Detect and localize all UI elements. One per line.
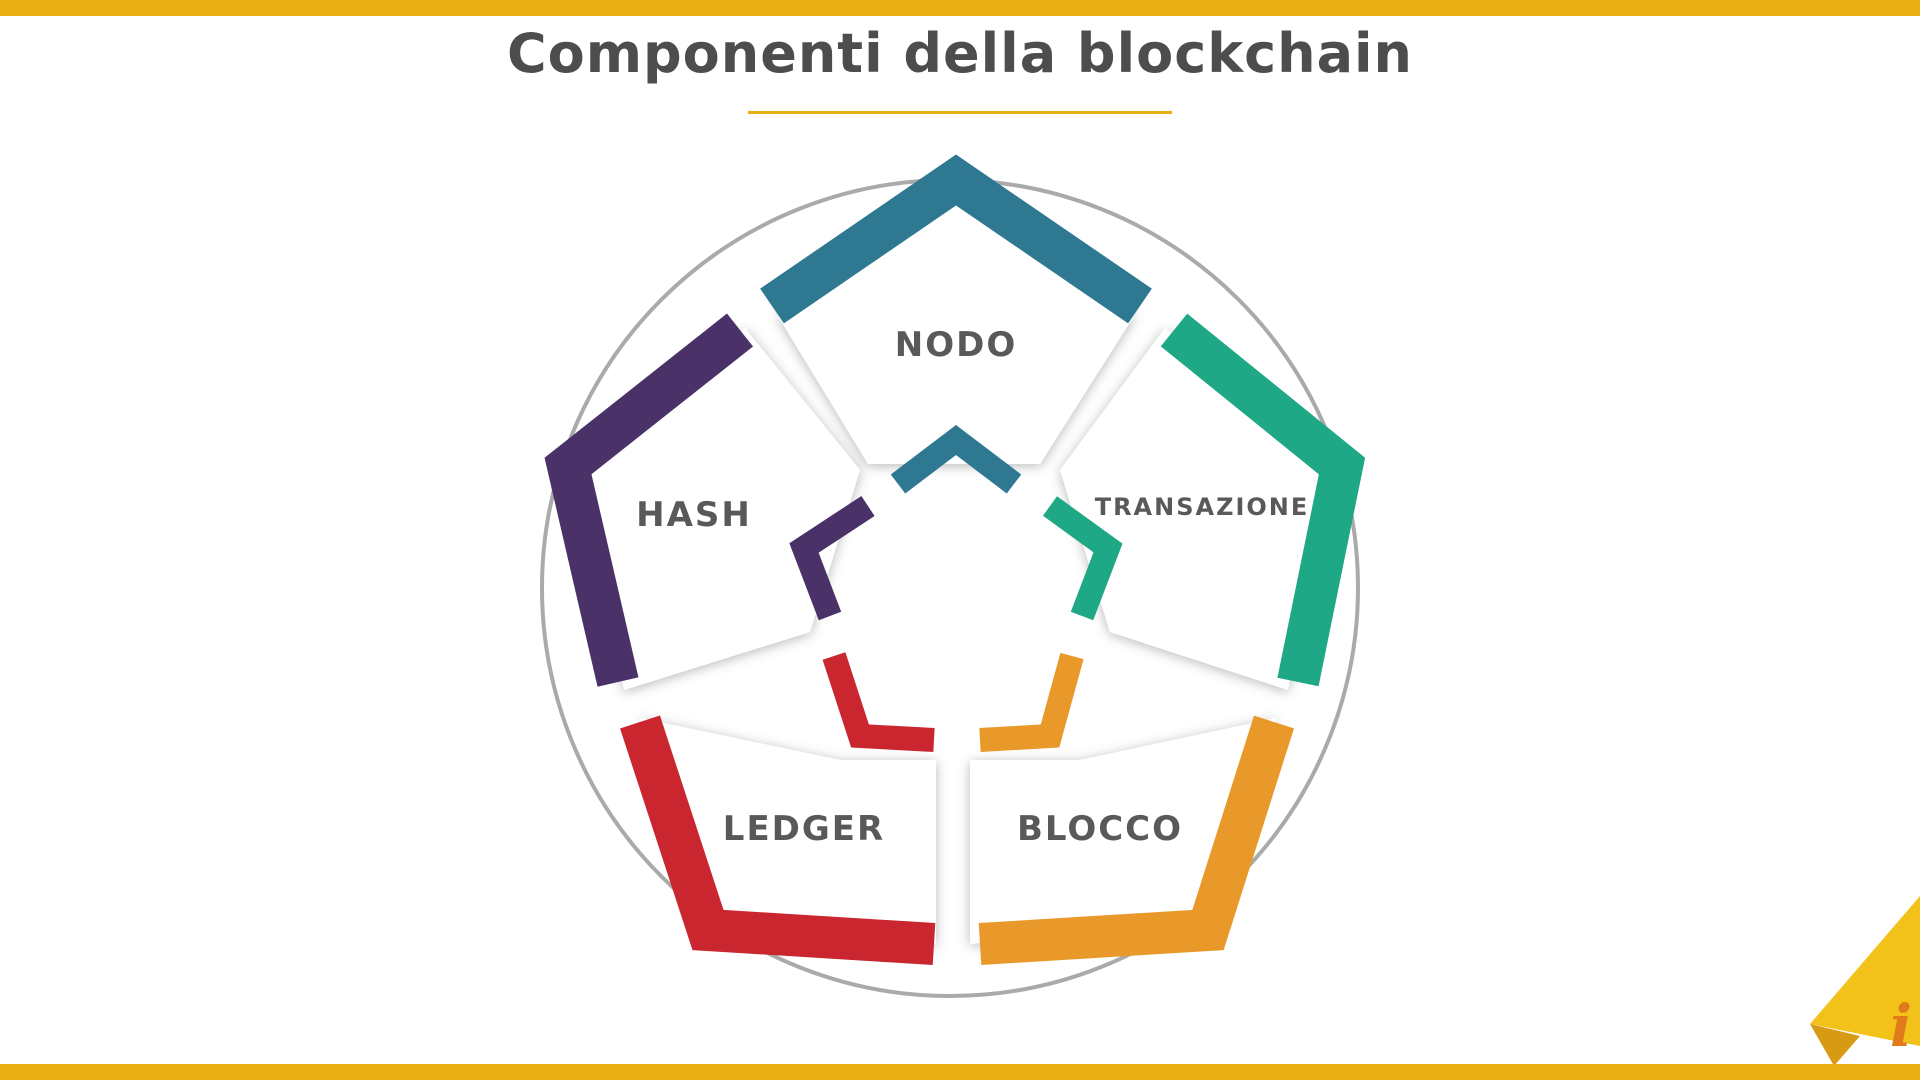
segment-blocco-outer-band xyxy=(978,715,1295,965)
segment-label-hash: HASH xyxy=(636,495,752,535)
segment-transazione-inner-band xyxy=(1042,496,1123,621)
segment-nodo-inner-band xyxy=(890,424,1022,494)
segment-label-blocco: BLOCCO xyxy=(1017,809,1183,849)
segment-transazione: TRANSAZIONE xyxy=(1042,313,1366,690)
segment-label-nodo: NODO xyxy=(895,325,1017,365)
segment-label-ledger: LEDGER xyxy=(723,809,885,849)
segment-ledger-inner-band xyxy=(822,652,935,752)
segment-nodo-outer-band xyxy=(760,154,1152,324)
segment-blocco-inner-band xyxy=(979,652,1084,752)
segment-hash-inner-band xyxy=(789,495,875,621)
logo-letter: i xyxy=(1890,992,1912,1060)
segment-label-transazione: TRANSAZIONE xyxy=(1095,493,1310,521)
segment-ledger: LEDGER xyxy=(620,652,936,965)
segment-transazione-outer-band xyxy=(1160,313,1366,687)
top-accent-bar xyxy=(0,0,1920,16)
title-underline xyxy=(748,111,1172,114)
bottom-accent-bar xyxy=(0,1064,1920,1080)
page-title: Componenti della blockchain xyxy=(507,22,1413,85)
page-curl-info-icon: i xyxy=(1810,896,1920,1066)
segment-blocco: BLOCCO xyxy=(970,652,1295,965)
segment-hash: HASH xyxy=(544,313,875,690)
segment-ledger-outer-band xyxy=(620,715,936,965)
segment-nodo-card xyxy=(778,172,1134,464)
segment-hash-outer-band xyxy=(544,313,754,687)
segment-nodo: NODO xyxy=(760,154,1152,494)
